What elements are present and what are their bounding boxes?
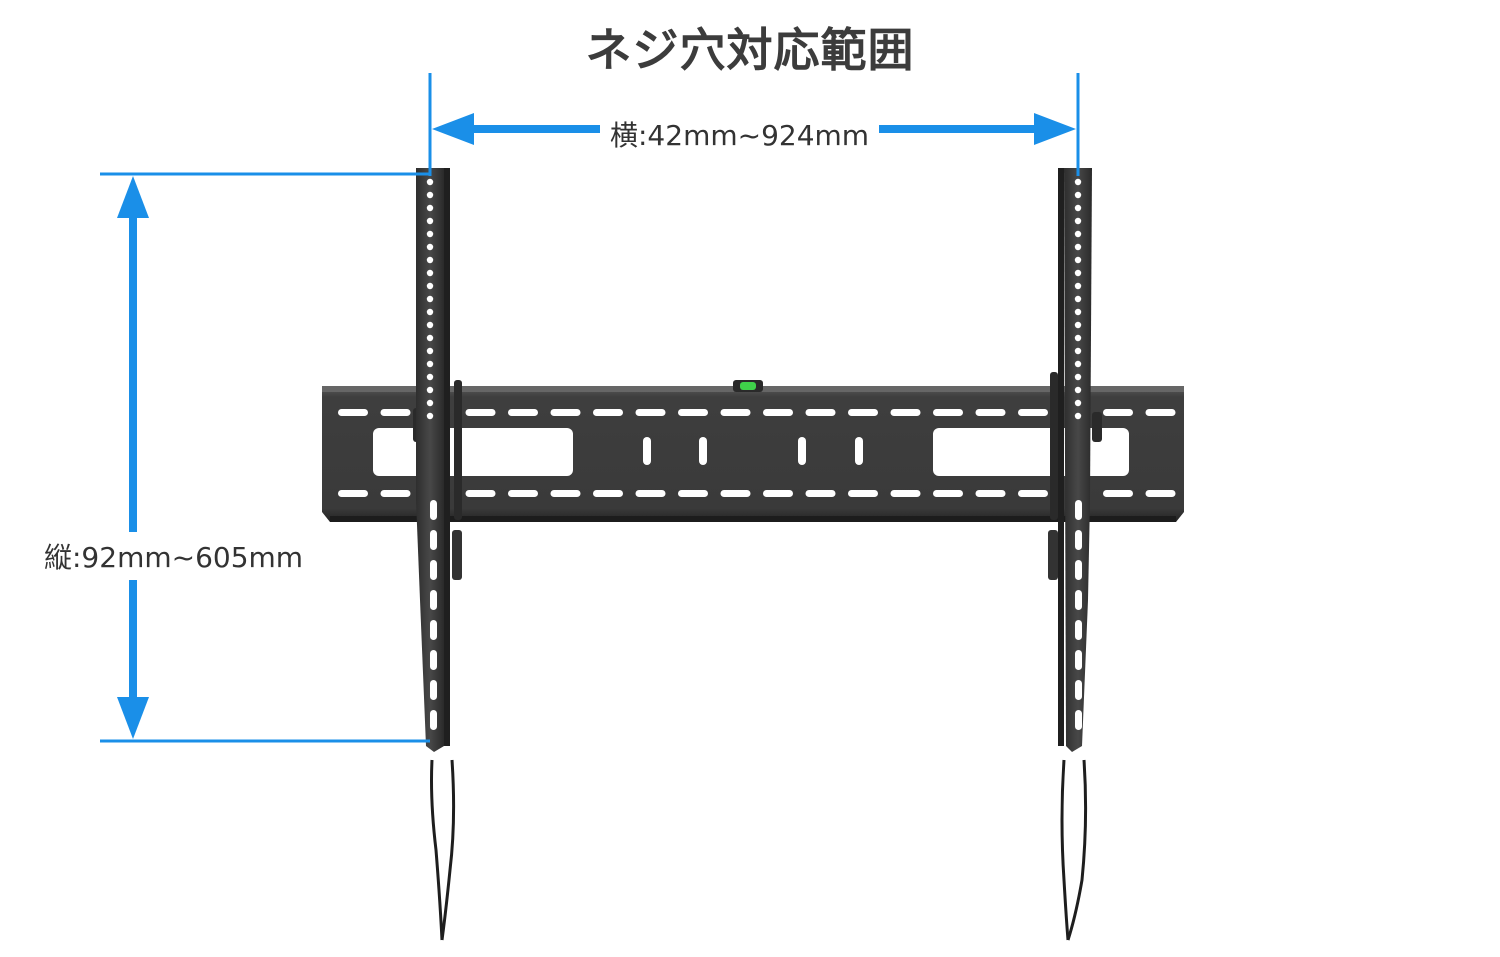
- right-arm: [1048, 168, 1102, 941]
- vertical-range-label: 縦:92mm~605mm: [40, 532, 308, 580]
- left-arm: [413, 168, 462, 941]
- vertical-dimension: [100, 172, 430, 743]
- page-title: ネジ穴対応範囲: [585, 23, 915, 77]
- horizontal-range-label: 横:42mm~924mm: [600, 114, 880, 154]
